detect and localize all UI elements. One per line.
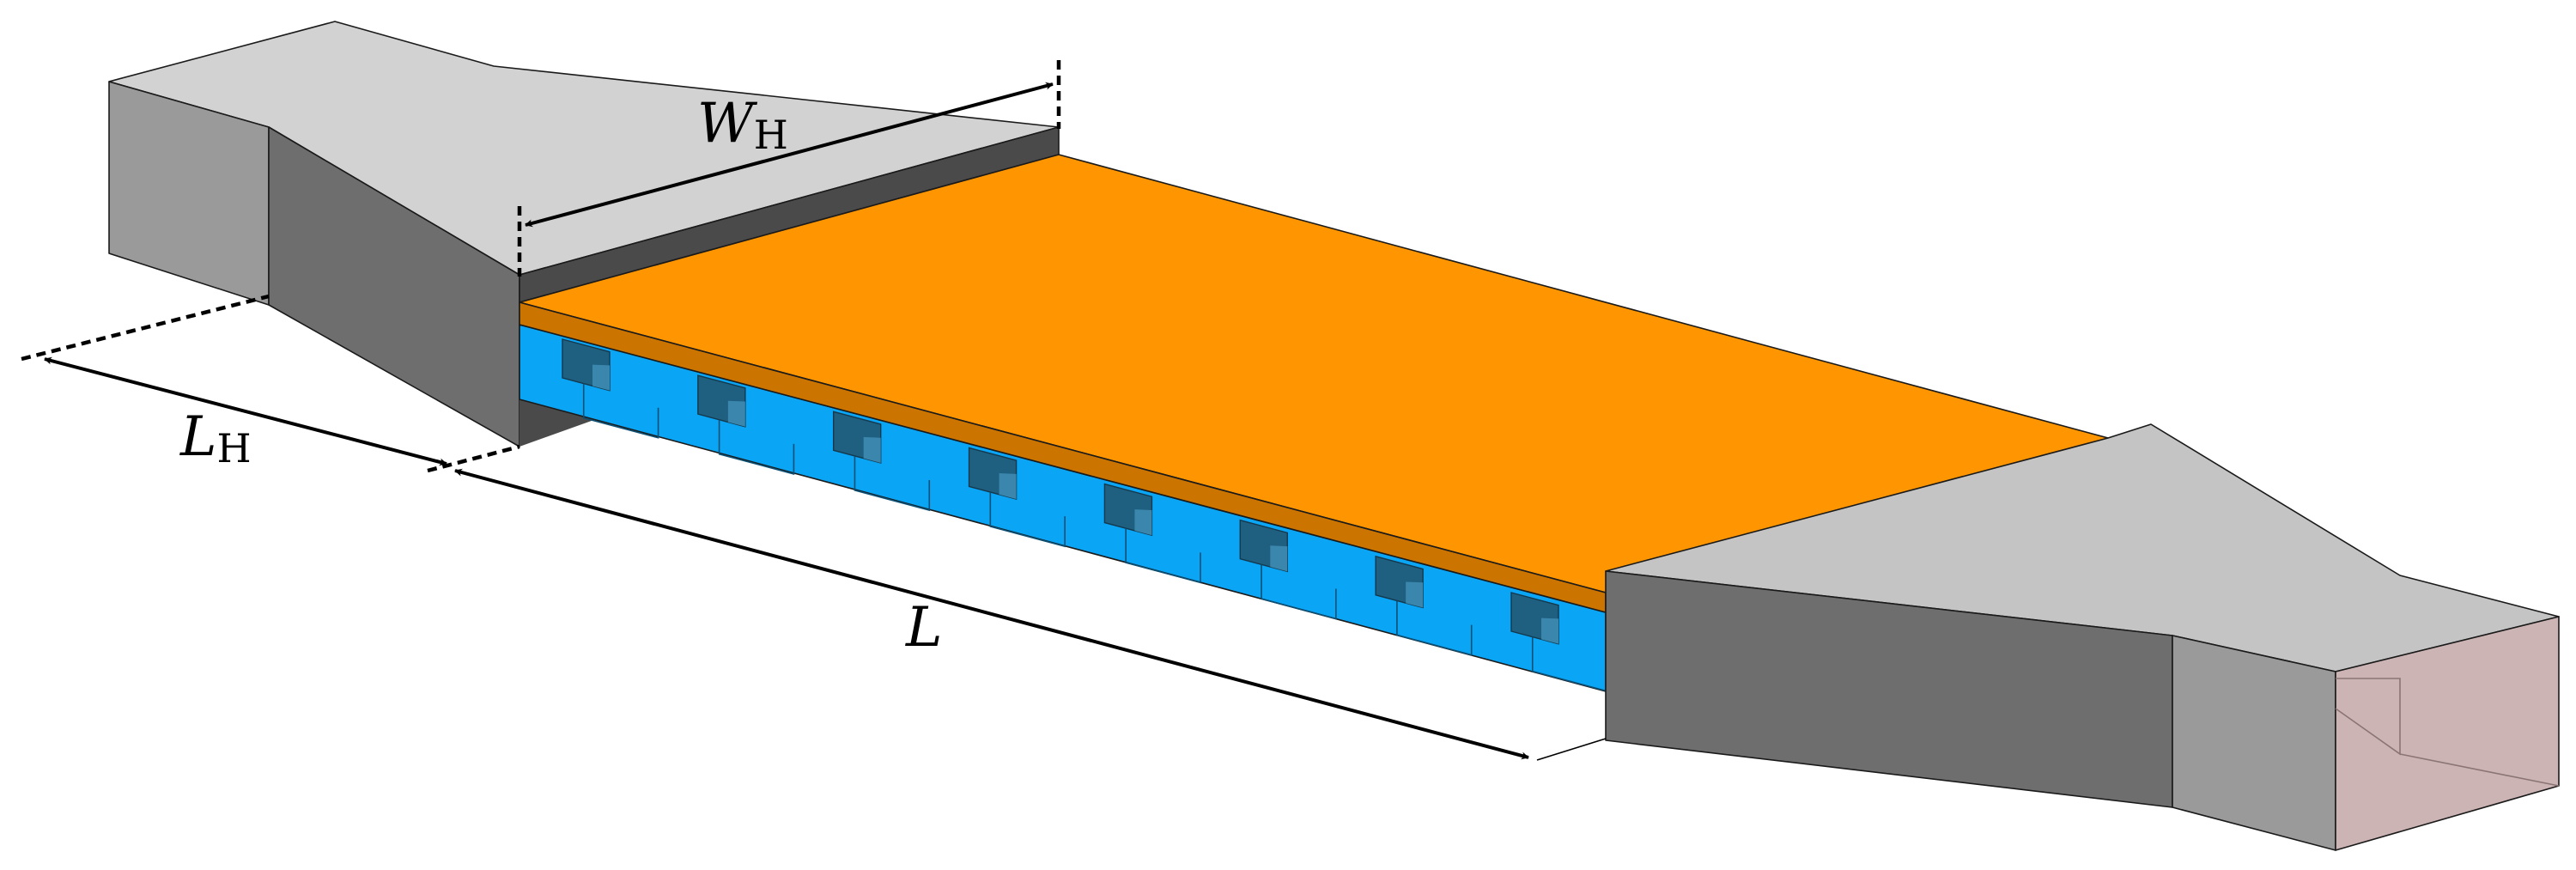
l-arrow [454, 468, 1529, 760]
fin-inner-wall [727, 400, 745, 427]
outlet-inner-edge [2335, 678, 2401, 756]
fin-inner-wall [1541, 618, 1558, 644]
l-extension-right [1536, 738, 1607, 761]
lh-label: LH [179, 405, 252, 472]
inlet-plenum-shadow [519, 395, 601, 447]
fin-step-edge [718, 419, 795, 475]
lh-extension-left [21, 294, 270, 362]
fin-inner-wall [863, 436, 881, 463]
outlet-inner-edge-2 [2399, 753, 2560, 787]
dimension-width-heater: WH [517, 60, 1061, 277]
outlet-plenum-taper-face [2172, 635, 2336, 851]
l-label: L [905, 596, 943, 660]
lh-arrow [44, 356, 447, 466]
outlet-plenum [1605, 423, 2560, 851]
lh-extension-right [427, 444, 520, 473]
dimension-length-heater: LH [21, 294, 520, 473]
wh-label: WH [697, 92, 788, 158]
wh-arrow [525, 82, 1054, 228]
fin-step-edge [582, 383, 659, 439]
fin-inner-wall [592, 364, 610, 391]
dimension-length: L [454, 468, 1607, 761]
